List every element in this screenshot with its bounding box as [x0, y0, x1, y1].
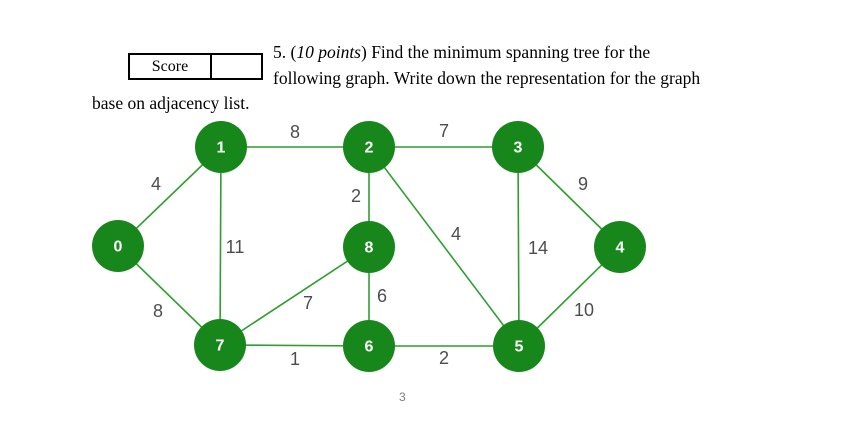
edge-weight-7-6: 1 [290, 349, 300, 369]
graph-edge-1-7 [219, 146, 222, 346]
graph-node-7 [194, 319, 246, 371]
edge-weight-8-6: 6 [377, 286, 387, 306]
question-line-1: 5. (10 points) Find the minimum spanning… [273, 42, 650, 62]
edge-weight-7-8: 7 [303, 293, 313, 313]
graph-node-label-7: 7 [216, 338, 225, 355]
edge-weight-2-3: 7 [439, 121, 449, 141]
score-box: Score [128, 53, 263, 80]
graph-node-label-2: 2 [365, 140, 374, 157]
question-line-1-pre: 5. ( [273, 42, 297, 62]
graph-node-label-3: 3 [514, 140, 523, 157]
question-line-3: base on adjacency list. [92, 93, 250, 113]
edge-weight-1-2: 8 [290, 122, 300, 142]
graph-node-label-6: 6 [365, 339, 374, 356]
graph-edge-2-5 [368, 146, 520, 347]
graph-node-label-0: 0 [114, 239, 123, 256]
graph-node-label-1: 1 [217, 140, 226, 157]
edge-weight-0-1: 4 [151, 174, 161, 194]
edge-weight-3-5: 14 [528, 238, 548, 258]
edge-weight-6-5: 2 [439, 348, 449, 368]
graph-edge-7-8 [219, 246, 370, 346]
graph-node-label-8: 8 [365, 240, 374, 257]
graph-node-0 [92, 220, 144, 272]
edge-weight-2-8: 2 [351, 186, 361, 206]
graph-node-2 [343, 121, 395, 173]
graph-edge-3-5 [517, 146, 520, 347]
question-points-italic: 10 points [296, 42, 361, 62]
graph-node-1 [195, 121, 247, 173]
question-line-1-post: ) Find the minimum spanning tree for the [361, 42, 651, 62]
graph-node-8 [343, 221, 395, 273]
edge-weight-0-7: 8 [153, 301, 163, 321]
graph-node-label-5: 5 [515, 339, 524, 356]
graph-node-6 [343, 320, 395, 372]
graph-node-5 [493, 320, 545, 372]
edge-weight-4-5: 10 [574, 300, 594, 320]
edge-weight-1-7: 11 [226, 237, 245, 257]
score-box-label: Score [130, 55, 212, 78]
question-line-2: following graph. Write down the represen… [273, 68, 701, 88]
edge-weight-2-5: 4 [451, 224, 461, 244]
graph-node-label-4: 4 [616, 240, 625, 257]
page-number: 3 [399, 390, 406, 404]
graph-node-4 [594, 221, 646, 273]
edge-weight-3-4: 9 [578, 174, 588, 194]
graph-node-3 [492, 121, 544, 173]
